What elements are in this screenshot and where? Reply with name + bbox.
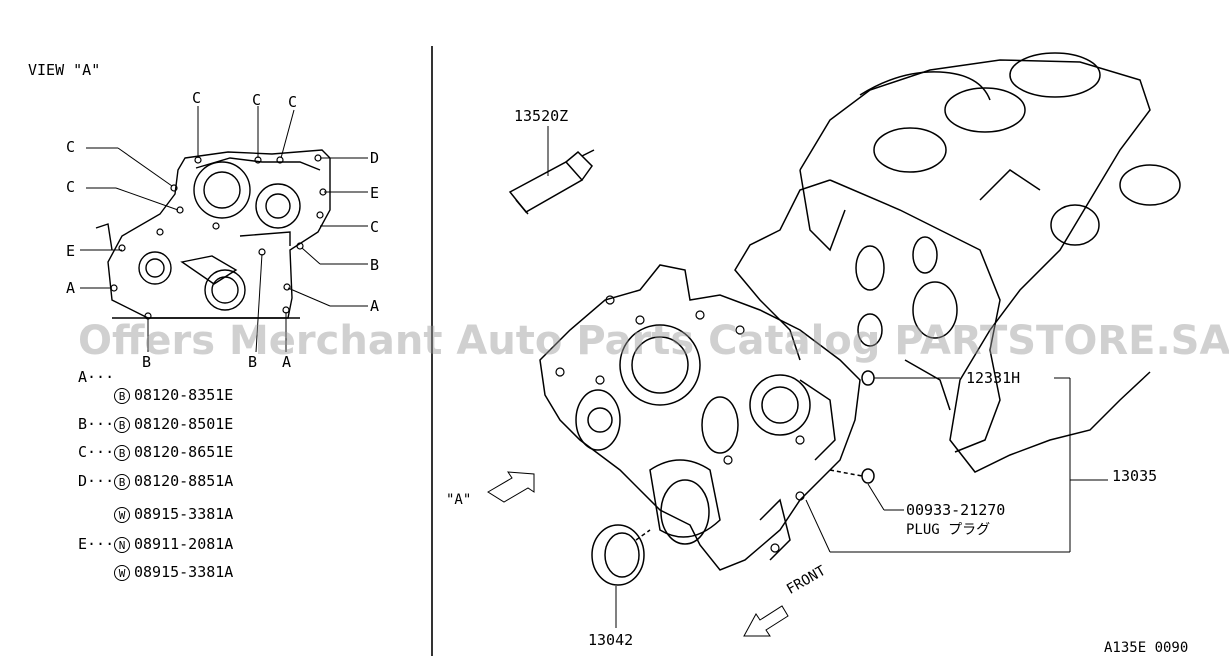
legend-part-number: 08120-8651E xyxy=(134,443,234,461)
bolt-badge: B xyxy=(114,416,130,433)
callout-a-bottom: A xyxy=(282,353,292,371)
part-label-sealant[interactable]: 13520Z xyxy=(514,107,569,125)
nut-badge: N xyxy=(114,536,130,553)
legend-part-number: 08120-8851A xyxy=(134,472,234,490)
view-a-marker: "A" xyxy=(446,492,472,508)
callout-c-left-1: C xyxy=(66,138,76,156)
legend-part-number: 08915-3381A xyxy=(134,505,234,523)
legend-part-number: 08911-2081A xyxy=(134,535,234,553)
legend-key: D··· xyxy=(78,472,115,490)
view-title: VIEW "A" xyxy=(28,61,101,79)
callout-b-right: B xyxy=(370,256,380,274)
part-label-plug-name: PLUG プラグ xyxy=(906,522,991,538)
legend-key: B··· xyxy=(78,415,115,433)
bolt-badge: B xyxy=(114,444,130,461)
legend-key: A··· xyxy=(78,368,115,386)
part-label-front-cover[interactable]: 13035 xyxy=(1112,467,1158,485)
part-label-plug-number[interactable]: 00933-21270 xyxy=(906,501,1006,519)
callout-e-right: E xyxy=(370,184,380,202)
legend-row-a: A··· xyxy=(78,368,114,386)
washer-badge: W xyxy=(114,506,130,523)
callout-a-left: A xyxy=(66,279,76,297)
legend-part-number: 08120-8351E xyxy=(134,386,234,404)
diagram-code: A135E 0090 xyxy=(1104,640,1189,656)
bolt-badge: B xyxy=(114,473,130,490)
legend-part-number: 08915-3381A xyxy=(134,563,234,581)
washer-badge: W xyxy=(114,564,130,581)
legend-key: C··· xyxy=(78,443,115,461)
callout-d-right: D xyxy=(370,149,380,167)
callout-c-top-2: C xyxy=(252,91,262,109)
part-label-oil-seal[interactable]: 13042 xyxy=(588,631,634,649)
callout-c-right: C xyxy=(370,218,380,236)
callout-a-right: A xyxy=(370,297,380,315)
watermark: Offers Merchant Auto Parts Catalog PARTS… xyxy=(78,318,1229,364)
callout-c-top-3: C xyxy=(288,93,298,111)
part-label-dowel[interactable]: 12331H xyxy=(966,369,1021,387)
callout-c-left-2: C xyxy=(66,178,76,196)
callout-c-top-1: C xyxy=(192,89,202,107)
legend-part-number: 08120-8501E xyxy=(134,415,234,433)
callout-b-bottom-1: B xyxy=(142,353,152,371)
callout-b-bottom-2: B xyxy=(248,353,258,371)
bolt-badge: B xyxy=(114,387,130,404)
callout-e-left: E xyxy=(66,242,76,260)
legend-key: E··· xyxy=(78,535,115,553)
